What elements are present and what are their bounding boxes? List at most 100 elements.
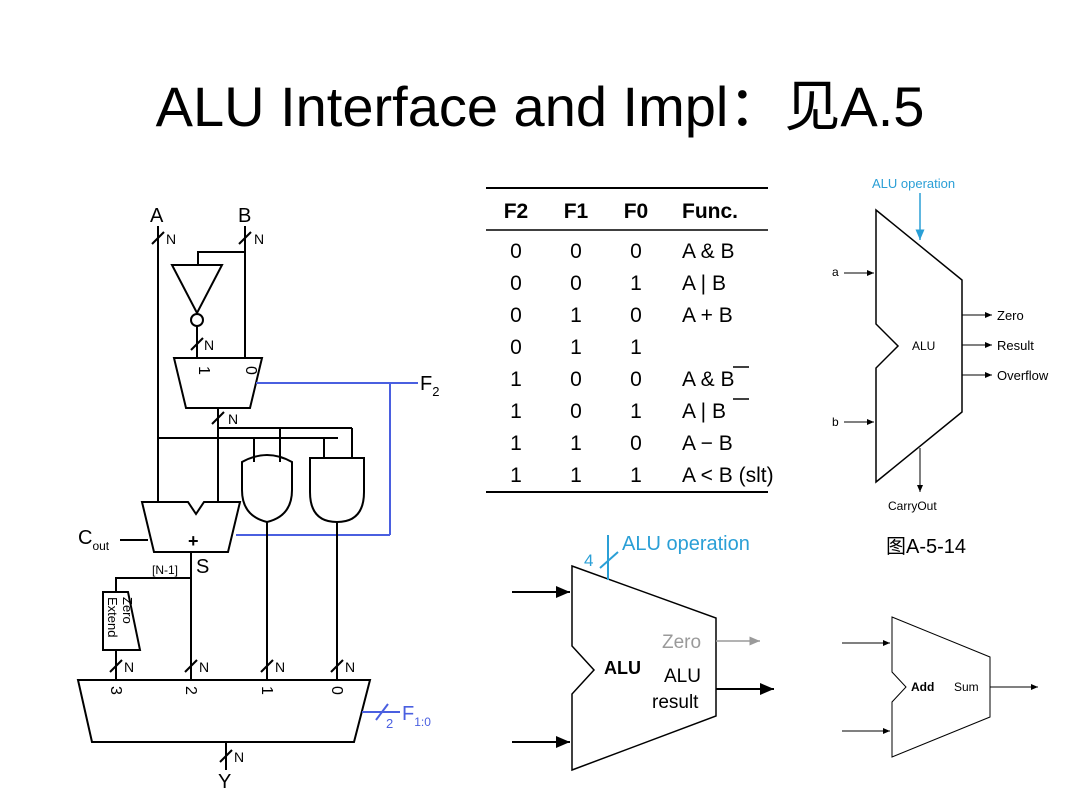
- alu-bottom-result-1: ALU: [664, 666, 701, 687]
- truth-table-cell: 1: [630, 336, 642, 359]
- inverter-gate: [170, 264, 224, 316]
- alu-bottom-result-2: result: [652, 692, 699, 713]
- sum-msb-label: [N-1]: [152, 563, 178, 577]
- truth-table-cell: 0: [630, 240, 642, 263]
- truth-table-cell: A & B: [682, 368, 735, 391]
- alu-top-center: ALU: [912, 339, 935, 353]
- or-gate: [241, 454, 293, 524]
- alu-schematic: A B N N N 1 0 F2 N: [76, 205, 439, 793]
- alu-top-carryout: CarryOut: [888, 499, 937, 513]
- zero-extend-label-1: Zero: [120, 597, 135, 624]
- outmux-in-2: 2: [182, 686, 199, 695]
- input-mux: [172, 357, 264, 409]
- adder-center: Add: [911, 680, 934, 694]
- carry-out-label: Cout: [78, 527, 110, 553]
- select-f-label: F1:0: [402, 703, 431, 729]
- alu-top-input-b: b: [832, 415, 839, 429]
- alu-bottom-operation: ALU operation: [622, 533, 750, 555]
- alu-bottom-op-width: 4: [584, 551, 593, 570]
- truth-table-cell: 1: [570, 336, 582, 359]
- truth-table-cell: 0: [510, 304, 522, 327]
- outmux-in-3: 3: [107, 686, 124, 695]
- truth-table-cell: 1: [630, 464, 642, 487]
- alu-top-body: [875, 208, 963, 484]
- truth-table-cell: A | B: [682, 400, 726, 423]
- truth-table-cell: 0: [630, 368, 642, 391]
- truth-table: F2 F1 F0 Func. 0 0 0 A & B 0 0 1 A | B 0 1 0 A + B 0 1 1 1…: [486, 187, 774, 493]
- inverter-bubble: [190, 313, 204, 327]
- wire-sum-msb: [115, 577, 191, 592]
- truth-table-cell: A | B: [682, 272, 726, 295]
- adder-output: Sum: [954, 680, 979, 694]
- truth-table-cell: A − B: [682, 432, 733, 455]
- truth-table-cell: 0: [510, 336, 522, 359]
- zero-extend-block: [102, 591, 142, 651]
- mux-input-1-label: 1: [195, 366, 212, 375]
- bus-slash-a: [151, 231, 165, 245]
- bus-slash-inv: [190, 337, 204, 351]
- alu-bottom-center: ALU: [604, 658, 641, 678]
- bus-slash-mux: [211, 411, 225, 425]
- alu-bottom-zero: Zero: [662, 632, 701, 653]
- bus-width-3: N: [124, 659, 134, 675]
- truth-table-cell: 1: [510, 368, 522, 391]
- truth-table-cell: 1: [630, 272, 642, 295]
- f2-control-wire: [236, 382, 418, 536]
- bus-width-a: N: [166, 231, 176, 247]
- figure-caption: 图A-5-14: [886, 536, 966, 558]
- bus-width-inv: N: [204, 337, 214, 353]
- truth-table-cell: 1: [570, 432, 582, 455]
- bus-width-y: N: [234, 749, 244, 765]
- truth-table-cell: 0: [510, 272, 522, 295]
- truth-table-cell: 0: [630, 304, 642, 327]
- adder-symbol: Add Sum: [842, 616, 1038, 758]
- alu-top-input-a: a: [832, 265, 839, 279]
- truth-table-header-cell: F1: [564, 200, 589, 223]
- alu-top-operation: ALU operation: [872, 176, 955, 191]
- output-mux: [76, 679, 372, 743]
- select-width: 2: [386, 716, 393, 731]
- bus-width-0: N: [345, 659, 355, 675]
- truth-table-cell: 1: [630, 400, 642, 423]
- truth-table-cell: A & B: [682, 240, 735, 263]
- truth-table-header: F2 F1 F0 Func.: [504, 200, 738, 223]
- adder-body: [891, 616, 991, 758]
- slide-title: ALU Interface and Impl：见A.5: [155, 75, 925, 138]
- truth-table-cell: A + B: [682, 304, 733, 327]
- alu-symbol-top: ALU operation ALU a b Zero Result Overfl…: [832, 176, 1049, 558]
- truth-table-cell: 0: [510, 240, 522, 263]
- truth-table-cell: 1: [510, 432, 522, 455]
- truth-table-cell: 1: [570, 464, 582, 487]
- truth-table-header-cell: Func.: [682, 200, 738, 223]
- truth-table-cell: 1: [510, 400, 522, 423]
- zero-extend-label-2: Extend: [105, 597, 120, 637]
- outmux-in-1: 1: [258, 686, 275, 695]
- adder: [140, 501, 242, 553]
- truth-table-header-cell: F2: [504, 200, 529, 223]
- alu-symbol-bottom: 4 ALU operation ALU Zero ALU result: [512, 533, 774, 772]
- adder-sign: +: [188, 531, 199, 551]
- bus-width-2: N: [199, 659, 209, 675]
- bus-width-1: N: [275, 659, 285, 675]
- truth-table-cell: 0: [570, 240, 582, 263]
- alu-top-zero: Zero: [997, 308, 1024, 323]
- truth-table-cell: 0: [570, 400, 582, 423]
- outmux-in-0: 0: [328, 686, 345, 695]
- and-gate: [309, 457, 365, 524]
- alu-top-overflow: Overflow: [997, 368, 1049, 383]
- alu-top-result: Result: [997, 338, 1034, 353]
- alu-bottom-body: [571, 564, 717, 772]
- truth-table-cell: 0: [570, 368, 582, 391]
- truth-table-cell: A < B (slt): [682, 464, 774, 487]
- truth-table-header-cell: F0: [624, 200, 649, 223]
- input-b-label: B: [238, 205, 251, 227]
- control-f2-label: F2: [420, 373, 439, 399]
- bus-slash-b: [238, 231, 252, 245]
- sum-label: S: [196, 556, 209, 578]
- output-y-label: Y: [218, 771, 231, 793]
- truth-table-cell: 1: [510, 464, 522, 487]
- input-a-label: A: [150, 205, 164, 227]
- bus-width-b: N: [254, 231, 264, 247]
